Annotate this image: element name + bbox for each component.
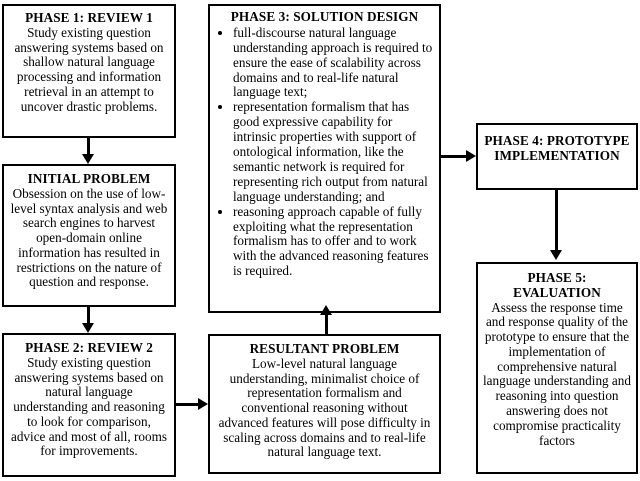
list-item: representation formalism that has good e… [233,99,433,204]
box-initial-problem-body: Obsession on the use of low-level syntax… [10,185,168,290]
box-resultant-problem-title: RESULTANT PROBLEM [249,341,400,356]
box-initial-problem-title: INITIAL PROBLEM [27,171,151,186]
connector-phase2-to-resultant-problem-line [176,403,200,406]
box-phase-3-title: PHASE 3: SOLUTION DESIGN [230,9,419,24]
box-initial-problem: INITIAL PROBLEM Obsession on the use of … [2,164,176,307]
connector-initial-problem-to-phase2-line [87,307,90,325]
box-phase-4-prototype-implementation: PHASE 4: PROTOTYPE IMPLEMENTATION [476,123,638,190]
connector-phase3-to-phase4-arrowhead [466,150,476,162]
connector-resultant-problem-to-phase3-arrowhead [320,305,332,315]
box-resultant-problem-body: Low-level natural language understanding… [218,355,431,460]
box-phase-3-solution-design: PHASE 3: SOLUTION DESIGN full-discourse … [208,4,441,313]
connector-phase4-to-phase5-arrowhead [550,250,562,260]
connector-phase2-to-resultant-problem-arrowhead [198,398,208,410]
connector-initial-problem-to-phase2-arrowhead [82,323,94,333]
list-item: full-discourse natural language understa… [233,25,433,101]
box-phase-2-title: PHASE 2: REVIEW 2 [25,340,153,355]
box-phase-1-review-1: PHASE 1: REVIEW 1 Study existing questio… [2,4,176,138]
box-phase-1-body: Study existing question answering system… [14,24,164,114]
box-phase-2-body: Study existing question answering system… [10,354,167,459]
connector-phase4-to-phase5-line [555,190,558,252]
box-phase-4-title: PHASE 4: PROTOTYPE IMPLEMENTATION [484,133,630,163]
list-item: reasoning approach capable of fully expl… [233,204,433,280]
connector-phase1-to-initial-problem-line [87,138,90,156]
box-phase-5-body: Assess the response time and response qu… [483,299,631,448]
box-phase-3-bullet-list: full-discourse natural language understa… [216,25,433,280]
box-phase-5-evaluation: PHASE 5: EVALUATION Assess the response … [476,262,638,474]
connector-phase3-to-phase4-line [441,155,468,158]
connector-resultant-problem-to-phase3-line [325,315,328,334]
box-phase-5-title: PHASE 5: EVALUATION [513,270,601,300]
box-phase-2-review-2: PHASE 2: REVIEW 2 Study existing questio… [2,333,176,477]
box-phase-1-title: PHASE 1: REVIEW 1 [25,10,153,25]
box-resultant-problem: RESULTANT PROBLEM Low-level natural lang… [208,334,441,474]
connector-phase1-to-initial-problem-arrowhead [82,154,94,164]
